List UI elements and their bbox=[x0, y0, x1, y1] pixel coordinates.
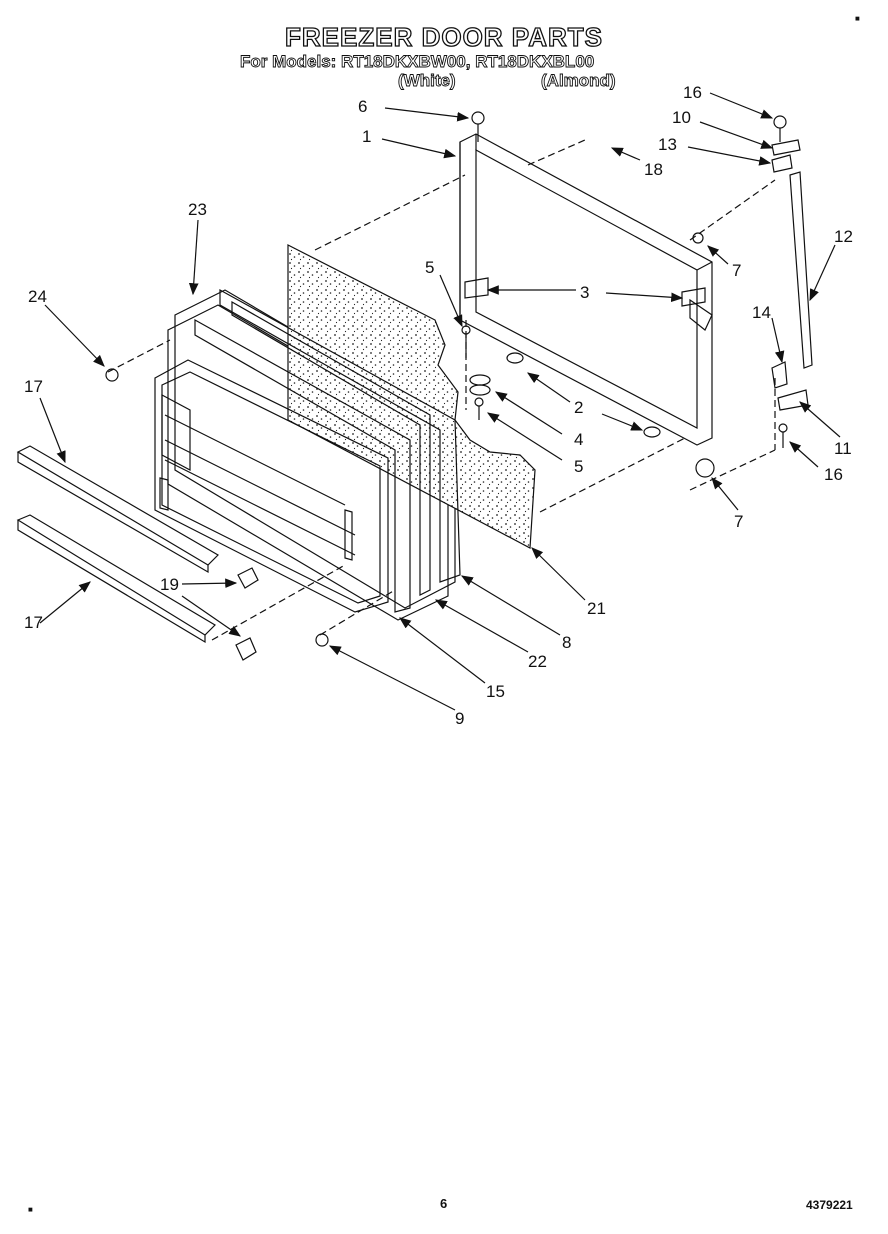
callout-label: 11 bbox=[834, 439, 852, 458]
door-trim-strip bbox=[789, 171, 813, 369]
end-cap-lower bbox=[235, 637, 257, 661]
callout-label: 18 bbox=[644, 160, 663, 179]
handle-upper bbox=[16, 445, 219, 574]
color-almond-label: (Almond) bbox=[541, 71, 616, 91]
color-white-label: (White) bbox=[398, 71, 456, 91]
corner-mark: ■ bbox=[28, 1205, 33, 1214]
callout-label: 2 bbox=[574, 398, 583, 417]
callout-label: 21 bbox=[587, 599, 606, 618]
handle-lower bbox=[16, 514, 216, 644]
callout-label: 14 bbox=[752, 303, 771, 322]
callout-label: 23 bbox=[188, 200, 207, 219]
models-line: For Models: RT18DKXBW00, RT18DKXBL00 bbox=[240, 52, 595, 72]
callout-label: 7 bbox=[734, 512, 743, 531]
callout-label: 12 bbox=[834, 227, 853, 246]
callout-label: 5 bbox=[425, 258, 434, 277]
end-cap-upper bbox=[237, 567, 259, 589]
callout-label: 1 bbox=[362, 127, 371, 146]
inner-door-panel bbox=[154, 359, 389, 613]
callout-label: 15 bbox=[486, 682, 505, 701]
callout-label: 22 bbox=[528, 652, 547, 671]
callout-label: 16 bbox=[824, 465, 843, 484]
callout-label: 6 bbox=[358, 97, 367, 116]
callout-label: 17 bbox=[24, 613, 43, 632]
document-number: 4379221 bbox=[806, 1198, 853, 1212]
callout-label: 8 bbox=[562, 633, 571, 652]
page-title: FREEZER DOOR PARTS bbox=[284, 21, 603, 52]
callout-label: 24 bbox=[28, 287, 47, 306]
leader-lines bbox=[39, 92, 841, 711]
callout-label: 10 bbox=[672, 108, 691, 127]
callout-label: 5 bbox=[574, 457, 583, 476]
callout-numbers: 6 1 18 16 10 13 23 12 7 5 3 24 14 2 17 4… bbox=[24, 83, 853, 728]
callout-label: 16 bbox=[683, 83, 702, 102]
page-number: 6 bbox=[440, 1196, 448, 1211]
callout-label: 17 bbox=[24, 377, 43, 396]
callout-label: 7 bbox=[732, 261, 741, 280]
callout-label: 9 bbox=[455, 709, 464, 728]
callout-label: 13 bbox=[658, 135, 677, 154]
callout-label: 3 bbox=[580, 283, 589, 302]
callout-label: 4 bbox=[574, 430, 583, 449]
callout-label: 19 bbox=[160, 575, 179, 594]
corner-mark: ■ bbox=[855, 14, 860, 23]
door-gaskets bbox=[194, 288, 461, 613]
